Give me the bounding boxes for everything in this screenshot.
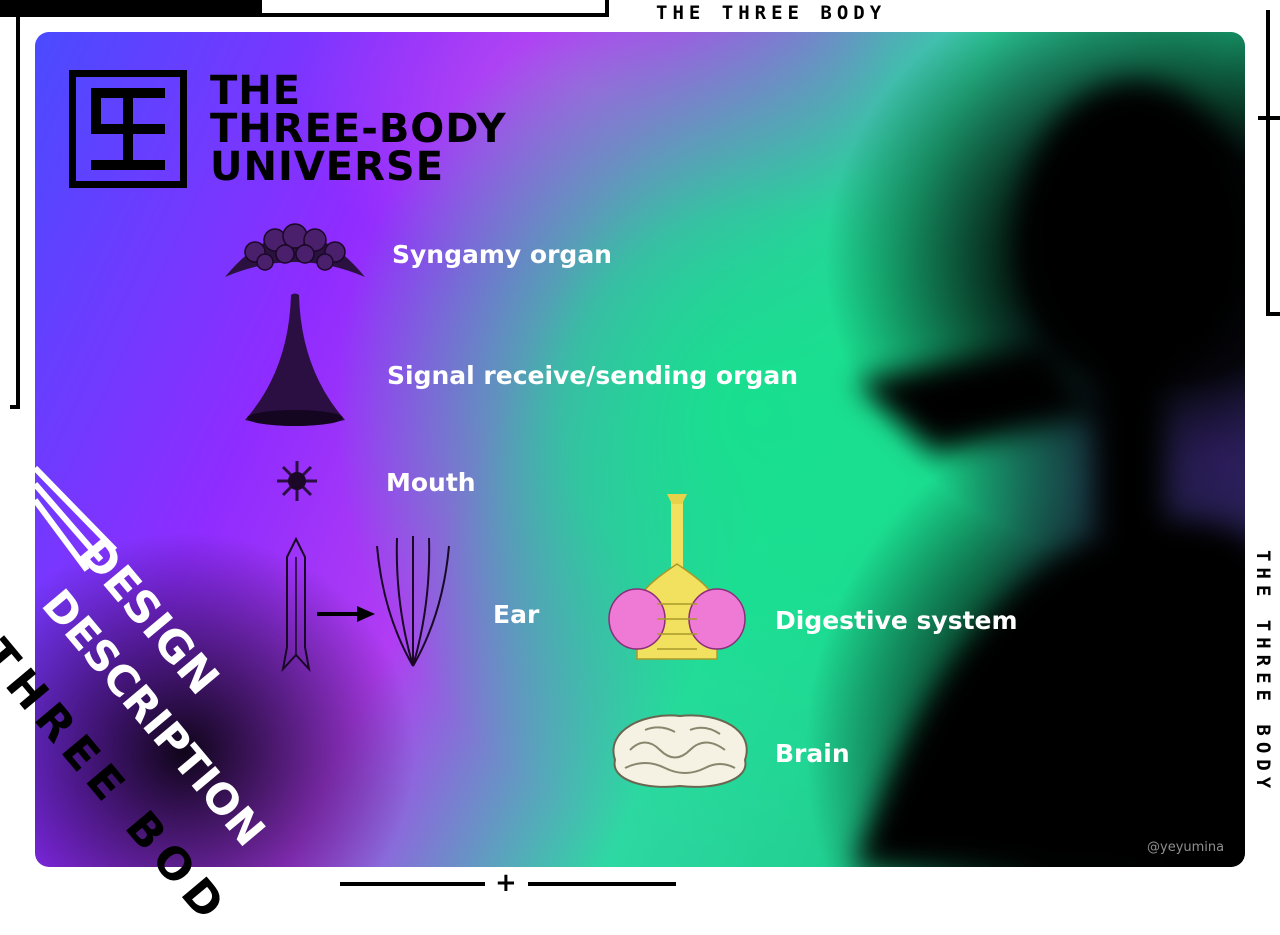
bottom-rule-right xyxy=(528,882,676,886)
logo-line-three-body: THREE-BODY xyxy=(210,106,507,152)
bottom-rule-left xyxy=(340,882,485,886)
poster-card: THE THREE-BODY UNIVERSE Syngamy organ Si… xyxy=(35,32,1245,867)
artist-watermark: @yeyumina xyxy=(1147,840,1225,855)
logo-line-the: THE xyxy=(210,68,302,114)
bottom-plus-icon: + xyxy=(495,868,517,898)
syngamy-organ-icon xyxy=(225,223,365,277)
label-signal-organ: Signal receive/sending organ xyxy=(387,361,798,390)
top-black-bar xyxy=(0,0,262,17)
brain-icon xyxy=(612,714,748,788)
label-mouth: Mouth xyxy=(386,468,476,497)
right-frame-tick xyxy=(1258,116,1280,120)
trisolaran-silhouette xyxy=(855,82,1245,867)
digestive-system-icon xyxy=(608,494,746,660)
signal-organ-icon xyxy=(245,293,345,426)
ear-closed-icon xyxy=(281,537,311,672)
left-frame-rule xyxy=(10,17,20,409)
header-title: THE THREE BODY xyxy=(656,2,887,24)
label-digestive-system: Digestive system xyxy=(775,606,1018,635)
three-body-logo-icon xyxy=(69,70,187,188)
arrow-right-icon xyxy=(317,606,375,622)
side-title: THE THREE BODY xyxy=(1252,550,1274,795)
mouth-icon xyxy=(277,461,317,501)
logo-line-universe: UNIVERSE xyxy=(210,144,445,190)
label-syngamy-organ: Syngamy organ xyxy=(392,240,612,269)
right-frame-bracket xyxy=(1266,10,1280,316)
label-brain: Brain xyxy=(775,739,850,768)
top-frame-box xyxy=(262,0,609,17)
diagonal-stripes xyxy=(35,465,118,572)
ear-open-icon xyxy=(376,536,450,667)
label-ear: Ear xyxy=(493,600,540,629)
